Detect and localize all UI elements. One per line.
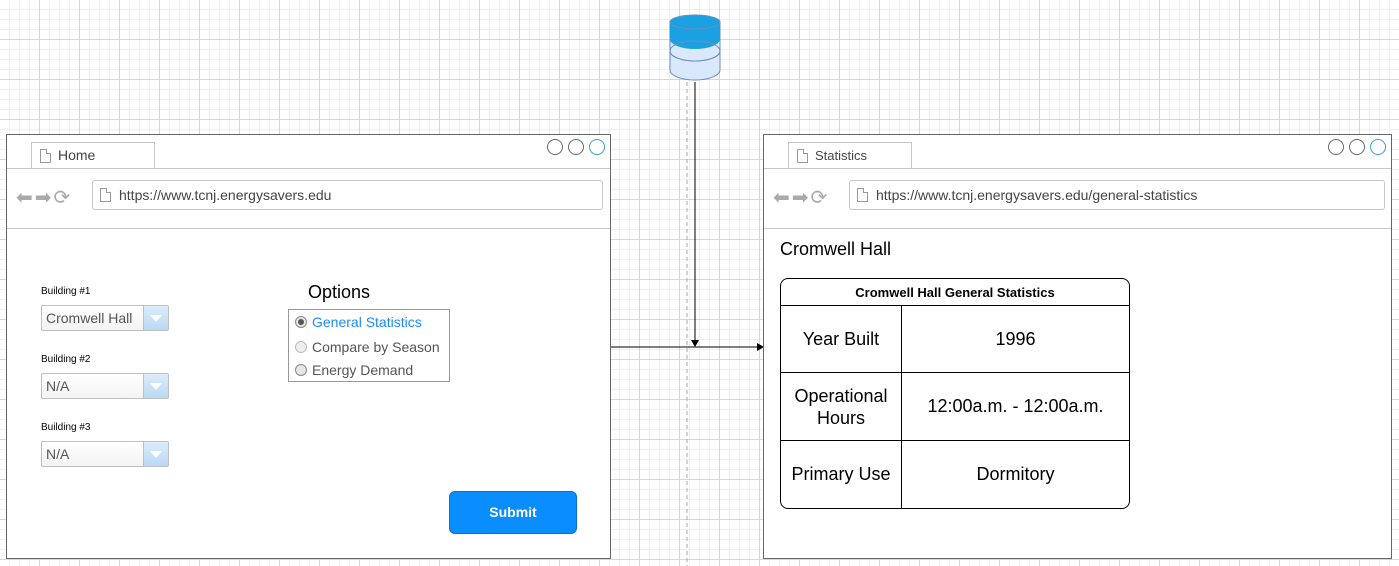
database-icon [669,14,721,81]
row-divider [781,440,1129,441]
option-energy-demand[interactable]: Energy Demand [295,361,413,379]
database-connector-arrowhead [691,340,699,347]
radio-icon [295,364,307,376]
radio-icon [295,341,307,353]
options-title: Options [308,282,371,302]
row-divider [781,372,1129,373]
building-3-select[interactable]: N/A [41,441,169,467]
address-bar-url: https://www.tcnj.energysavers.edu [119,187,332,203]
address-bar[interactable]: https://www.tcnj.energysavers.edu/genera… [849,180,1385,210]
tab-bar: Home [7,135,610,169]
building-1-value: Cromwell Hall [46,310,133,326]
nav-bar: ⬅➡⟳ https://www.tcnj.energysavers.edu/ge… [764,168,1391,229]
tab-bar: Statistics [764,135,1391,169]
chevron-down-icon [143,442,168,466]
nav-controls: ⬅➡⟳ [16,188,72,208]
page-icon [797,149,808,163]
back-arrow-icon[interactable]: ⬅ [773,187,792,209]
close-button[interactable] [589,139,605,155]
building-2-value: N/A [46,378,70,394]
address-bar[interactable]: https://www.tcnj.energysavers.edu [92,180,603,210]
building-1-label: Building #1 [41,286,91,297]
minimize-button[interactable] [547,139,563,155]
submit-button[interactable]: Submit [449,491,577,534]
option-compare-by-season[interactable]: Compare by Season [295,338,440,356]
table-title: Cromwell Hall General Statistics [781,279,1129,306]
building-1-select[interactable]: Cromwell Hall [41,305,169,331]
page-icon [857,188,868,202]
window-connector-arrowhead [757,343,764,351]
option-energy-demand-label: Energy Demand [312,362,414,378]
minimize-button[interactable] [1328,139,1344,155]
page-icon [40,149,51,163]
forward-arrow-icon[interactable]: ➡ [34,187,54,209]
address-bar-url: https://www.tcnj.energysavers.edu/genera… [876,187,1198,203]
table-row-value: 12:00a.m. - 12:00a.m. [927,396,1104,416]
tab-statistics-label: Statistics [815,148,868,163]
tab-home[interactable]: Home [31,142,155,168]
page-heading: Cromwell Hall [780,239,892,259]
option-general-statistics[interactable]: General Statistics [295,313,422,331]
column-divider [901,305,902,508]
building-3-value: N/A [46,446,70,462]
reload-icon[interactable]: ⟳ [810,187,830,209]
table-row-label: Operational Hours [794,385,888,428]
maximize-button[interactable] [568,139,584,155]
radio-selected-icon [295,316,307,328]
building-3-label: Building #3 [41,422,91,433]
maximize-button[interactable] [1349,139,1365,155]
options-radio-group: General Statistics Compare by Season Ene… [288,309,450,382]
table-row-value: Dormitory [976,464,1055,484]
table-row-value: 1996 [995,328,1036,349]
tab-home-label: Home [58,147,96,163]
nav-controls: ⬅➡⟳ [773,188,829,208]
back-arrow-icon[interactable]: ⬅ [16,187,35,209]
nav-bar: ⬅➡⟳ https://www.tcnj.energysavers.edu [7,168,610,229]
page-icon [100,188,111,202]
tab-statistics[interactable]: Statistics [788,142,912,168]
option-compare-by-season-label: Compare by Season [312,339,440,355]
home-browser-window: Home ⬅➡⟳ https://www.tcnj.energysavers.e… [6,134,611,559]
building-2-select[interactable]: N/A [41,373,169,399]
chevron-down-icon [143,306,168,330]
forward-arrow-icon[interactable]: ➡ [791,187,811,209]
close-button[interactable] [1370,139,1386,155]
building-2-label: Building #2 [41,354,91,365]
chevron-down-icon [143,374,168,398]
general-statistics-table: Cromwell Hall General Statistics Year Bu… [780,278,1130,509]
reload-icon[interactable]: ⟳ [53,187,73,209]
option-general-statistics-label: General Statistics [312,314,422,330]
table-row-label: Year Built [802,328,880,349]
table-row-label: Primary Use [791,464,891,484]
statistics-browser-window: Statistics ⬅➡⟳ https://www.tcnj.energysa… [763,134,1392,559]
